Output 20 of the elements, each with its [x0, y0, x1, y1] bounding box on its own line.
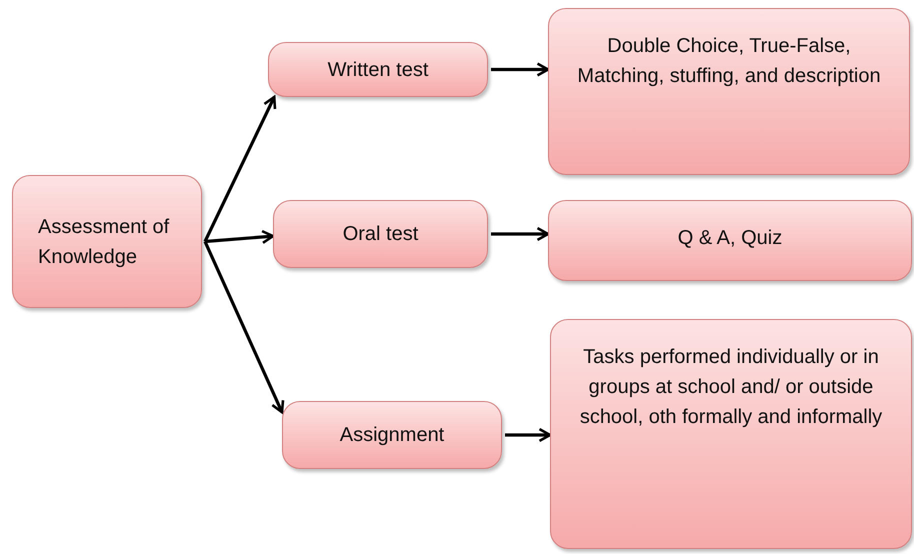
box-label: Double Choice, True-False, Matching, stuffing, and description: [576, 34, 882, 89]
arrow: [204, 240, 284, 414]
box-label: Assignment: [340, 423, 444, 448]
process-box: [268, 42, 488, 97]
box-label: Tasks performed individually or in groups at school and/ or outside school, oth formally and informally: [578, 345, 884, 430]
arrow: [204, 96, 276, 242]
arrow: [204, 230, 274, 244]
box-label: Assessment of Knowledge: [38, 214, 170, 270]
arrow: [505, 428, 552, 442]
arrow: [491, 62, 550, 77]
process-box: [548, 200, 912, 281]
process-box: [273, 200, 488, 268]
process-box: [12, 175, 202, 308]
box-label: Oral test: [342, 222, 418, 247]
process-box: [282, 401, 502, 469]
box-label: Written test: [328, 58, 428, 82]
box-label: Q & A, Quiz: [678, 226, 782, 251]
process-box: [548, 8, 910, 175]
process-box: [550, 319, 912, 549]
arrow: [491, 226, 550, 242]
